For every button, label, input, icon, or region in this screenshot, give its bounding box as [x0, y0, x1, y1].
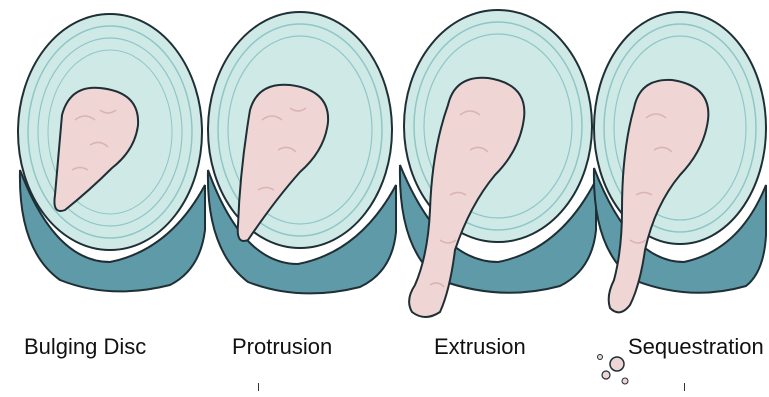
bottom-tick-mark [258, 383, 259, 391]
label-bulging-disc: Bulging Disc [24, 334, 146, 360]
sequestered-fragment [598, 355, 603, 360]
sequestered-fragment [610, 357, 624, 371]
sequestered-fragment [602, 371, 610, 379]
label-sequestration: Sequestration [628, 334, 764, 360]
label-protrusion: Protrusion [232, 334, 332, 360]
disc-extrusion [400, 10, 596, 317]
disc-bulging [18, 14, 205, 291]
bottom-tick-mark [684, 383, 685, 391]
disc-protrusion [208, 12, 396, 293]
label-extrusion: Extrusion [434, 334, 526, 360]
disc-sequestration [594, 12, 766, 384]
sequestered-fragment [622, 378, 628, 384]
